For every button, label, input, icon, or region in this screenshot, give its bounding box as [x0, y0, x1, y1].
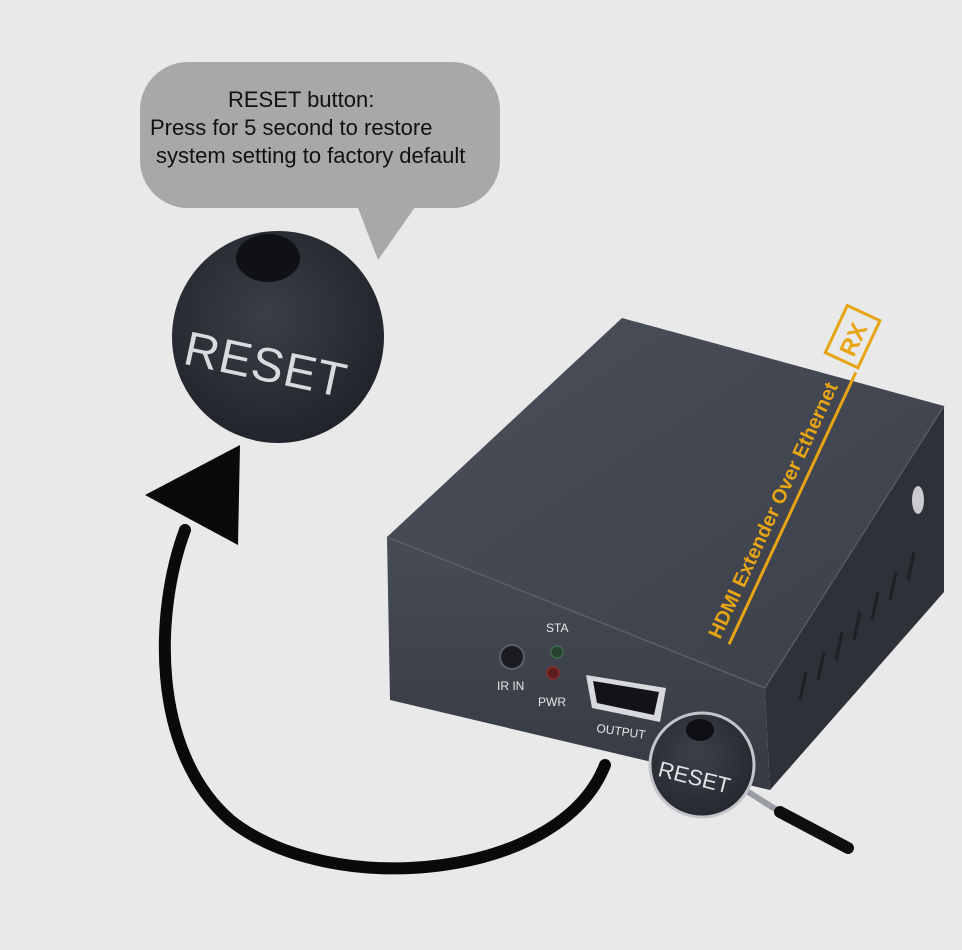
callout-line-1: Press for 5 second to restore [150, 115, 433, 140]
sta-led-icon [550, 645, 564, 659]
sta-label: STA [546, 621, 568, 635]
callout-bubble [140, 62, 500, 260]
pwr-label: PWR [538, 695, 566, 709]
rx-badge [823, 303, 882, 370]
callout-text: RESET button: Press for 5 second to rest… [140, 86, 500, 170]
callout-line-2: system setting to factory default [156, 143, 466, 168]
ir-in-port [499, 644, 525, 670]
side-vents [798, 551, 916, 701]
pwr-led-icon [546, 666, 560, 680]
rx-badge-text: RX [835, 319, 874, 361]
reset-hole-icon [236, 234, 300, 282]
hdmi-output-port [586, 675, 666, 722]
reset-hole-small-icon [686, 719, 714, 741]
magnifier-lens: RESET [648, 711, 854, 854]
callout-title: RESET button: [228, 87, 375, 112]
ir-in-label: IR IN [497, 679, 524, 693]
reset-zoom-circle: RESET [172, 231, 384, 443]
curved-arrow-icon [145, 445, 611, 875]
hdmi-extender-device: HDMI Extender Over Ethernet RX IR IN STA… [386, 303, 945, 854]
output-label: OUTPUT [596, 721, 647, 742]
